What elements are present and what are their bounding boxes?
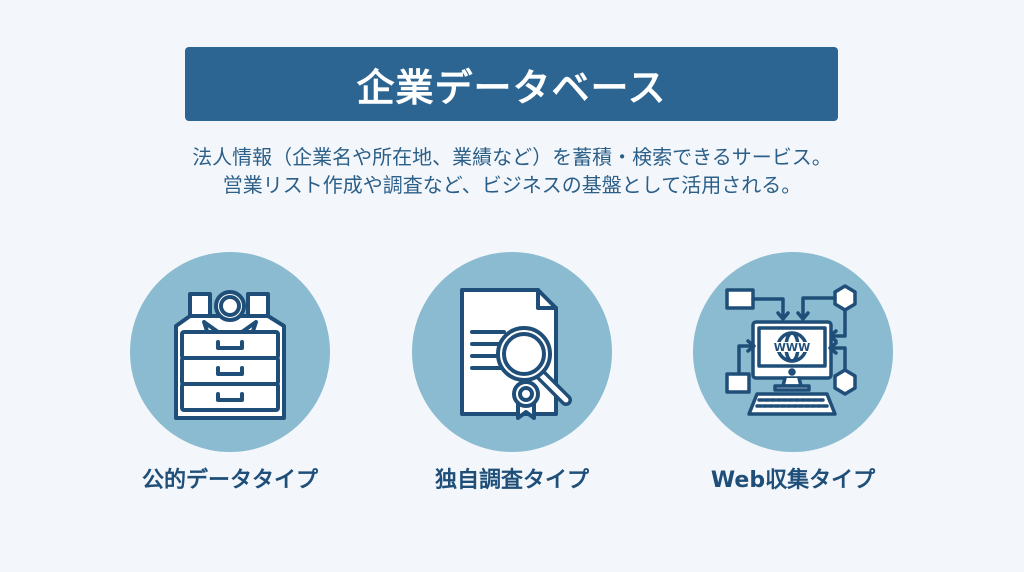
- icon-circle: [130, 252, 330, 452]
- card-original-research: 独自調査タイプ: [412, 252, 612, 494]
- document-magnifier-icon: [460, 288, 572, 420]
- card-public-data: 公的データタイプ: [130, 252, 330, 494]
- page-title: 企業データベース: [356, 65, 667, 110]
- description-line-1: 法人情報（企業名や所在地、業績など）を蓄積・検索できるサービス。: [192, 145, 832, 169]
- title-banner: 企業データベース: [185, 47, 838, 121]
- icon-circle: [412, 252, 612, 452]
- computer-www-network-icon: WWW: [725, 284, 857, 416]
- card-web-collected: WWW Web収集タイプ: [693, 252, 893, 494]
- svg-text:WWW: WWW: [774, 341, 810, 354]
- card-label: Web収集タイプ: [710, 468, 876, 493]
- icon-circle: WWW: [693, 252, 893, 452]
- file-cabinet-certificate-icon: [174, 290, 286, 420]
- card-label: 公的データタイプ: [141, 468, 318, 493]
- description: 法人情報（企業名や所在地、業績など）を蓄積・検索できるサービス。 営業リスト作成…: [0, 143, 1024, 199]
- card-label: 独自調査タイプ: [434, 468, 589, 493]
- description-line-2: 営業リスト作成や調査など、ビジネスの基盤として活用される。: [222, 173, 802, 197]
